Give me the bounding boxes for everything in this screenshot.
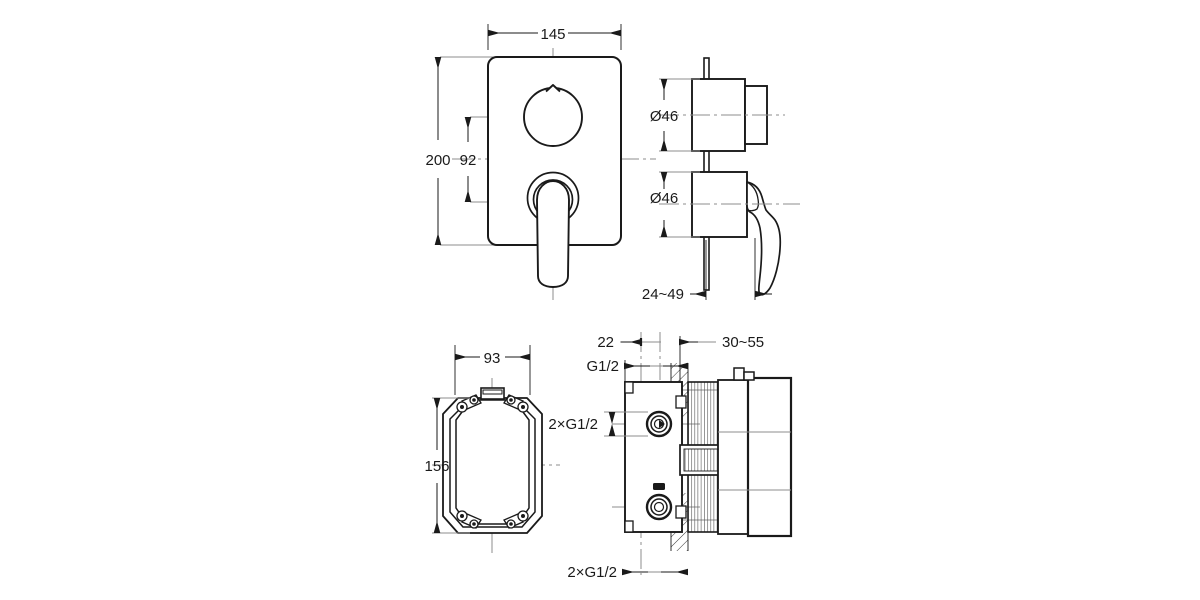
dimension-200: 200 xyxy=(425,57,451,245)
dimension-label-30-55: 30~55 xyxy=(722,334,764,351)
dimension-label-145: 145 xyxy=(540,26,565,43)
dimension-label-2xg12-lower: 2×G1/2 xyxy=(567,564,617,581)
fastener-top-left xyxy=(456,394,482,413)
dimension-2xg12-lower: 2×G1/2 xyxy=(567,564,688,581)
dimension-label-diverter-diameter: Ø46 xyxy=(650,108,678,125)
dimension-label-92: 92 xyxy=(460,152,477,169)
inlet-port-upper xyxy=(645,410,673,438)
rough-in-top-nipple-inner xyxy=(482,389,503,395)
dimension-label-22: 22 xyxy=(597,334,614,351)
dimension-156: 156 xyxy=(424,397,470,534)
cartridge-housing xyxy=(717,367,793,538)
mixer-body-side xyxy=(659,171,800,296)
dimension-diverter-diameter: Ø46 xyxy=(650,78,700,152)
front-view: 145 200 92 xyxy=(425,24,656,300)
dimension-label-156: 156 xyxy=(424,458,449,475)
dimension-30-55: 30~55 xyxy=(679,334,764,382)
dimension-92: 92 xyxy=(460,117,477,202)
dimension-label-g12-top: G1/2 xyxy=(586,358,619,375)
rough-in-corner-fasteners xyxy=(456,394,529,529)
dimension-label-handle-diameter: Ø46 xyxy=(650,190,678,207)
diverter-knob-notch xyxy=(545,84,561,93)
side-view: Ø46 Ø46 24~49 xyxy=(642,57,800,303)
dimension-handle-diameter: Ø46 xyxy=(650,171,700,238)
threaded-sleeve xyxy=(679,381,724,533)
sleeve-collar-threads xyxy=(683,448,720,472)
fastener-bottom-left xyxy=(456,510,482,529)
dimension-label-93: 93 xyxy=(484,350,501,367)
rough-in-section-view: 22 30~55 G1/2 2×G1/2 xyxy=(548,332,793,581)
dimension-label-wall-projection: 24~49 xyxy=(642,286,684,303)
fastener-top-right xyxy=(503,394,529,413)
diverter-knob-outline xyxy=(523,87,583,147)
dimension-22: 22 xyxy=(597,334,661,351)
rough-in-front-view: 93 156 xyxy=(424,345,560,555)
dimension-g12-top: G1/2 xyxy=(586,358,688,386)
dimension-label-200: 200 xyxy=(425,152,450,169)
housing-top-lug xyxy=(733,367,745,381)
lever-handle-arm xyxy=(536,180,570,288)
inlet-port-lower xyxy=(645,493,673,521)
port-plug-marker xyxy=(653,483,665,490)
dimension-wall-projection: 24~49 xyxy=(642,238,772,303)
dimension-label-2xg12-upper: 2×G1/2 xyxy=(548,416,598,433)
dimension-2xg12-upper: 2×G1/2 xyxy=(548,411,648,437)
dimension-93: 93 xyxy=(454,345,531,395)
housing-top-lug-2 xyxy=(743,371,755,381)
dimension-145: 145 xyxy=(487,24,622,50)
rough-in-inner-cavity xyxy=(455,399,530,525)
valve-body-tabs xyxy=(624,381,687,533)
fastener-bottom-right xyxy=(503,510,529,529)
diverter-body-side xyxy=(659,78,785,152)
